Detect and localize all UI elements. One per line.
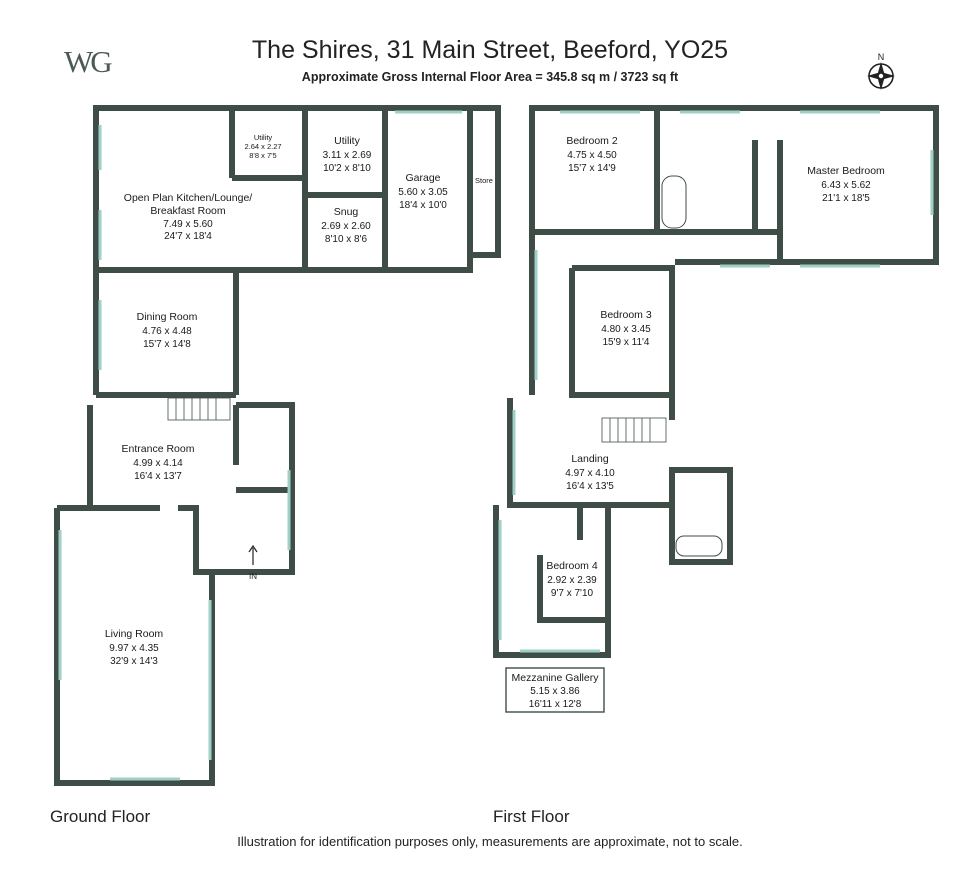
- snug-name: Snug: [334, 206, 359, 218]
- page-title: The Shires, 31 Main Street, Beeford, YO2…: [251, 36, 729, 64]
- store-label: Store: [475, 176, 493, 185]
- disclaimer-text: Illustration for identification purposes…: [237, 834, 743, 849]
- first-floor-walls: [493, 105, 939, 658]
- living-name: Living Room: [105, 628, 164, 640]
- master-metric: 6.43 x 5.62: [821, 180, 871, 191]
- entrance-arrow-icon: IN: [248, 544, 258, 581]
- bedroom2-name: Bedroom 2: [566, 135, 618, 147]
- utility-metric: 3.11 x 2.69: [323, 150, 372, 161]
- kitchen-name: Open Plan Kitchen/Lounge/: [124, 192, 253, 204]
- master-name: Master Bedroom: [807, 165, 885, 177]
- ground-floor-label: Ground Floor: [50, 807, 151, 826]
- utility-name: Utility: [334, 135, 360, 147]
- dining-metric: 4.76 x 4.48: [142, 326, 192, 337]
- ground-floor-stairs: [167, 397, 231, 421]
- landing-name: Landing: [571, 453, 609, 465]
- first-floor-label: First Floor: [493, 807, 570, 826]
- kitchen-metric: 7.49 x 5.60: [163, 219, 213, 230]
- entrance-metric: 4.99 x 4.14: [133, 458, 183, 469]
- living-imperial: 32'9 x 14'3: [110, 656, 158, 667]
- utility-small-imperial: 8'8 x 7'5: [249, 151, 276, 160]
- landing-imperial: 16'4 x 13'5: [566, 481, 614, 492]
- kitchen-name-2: Breakfast Room: [150, 205, 226, 217]
- ground-floor-walls: [54, 105, 501, 786]
- landing-metric: 4.97 x 4.10: [565, 468, 615, 479]
- snug-imperial: 8'10 x 8'6: [325, 234, 368, 245]
- first-floor-stairs: [601, 417, 667, 443]
- mezzanine-imperial: 16'11 x 12'8: [529, 699, 582, 710]
- garage-name: Garage: [405, 172, 440, 184]
- kitchen-imperial: 24'7 x 18'4: [164, 231, 212, 242]
- bedroom4-metric: 2.92 x 2.39: [547, 575, 597, 586]
- bedroom2-imperial: 15'7 x 14'9: [568, 163, 616, 174]
- compass-north-label: N: [878, 52, 885, 62]
- utility-imperial: 10'2 x 8'10: [323, 163, 371, 174]
- first-floor-windows: [498, 110, 934, 653]
- dining-name: Dining Room: [137, 311, 198, 323]
- garage-imperial: 18'4 x 10'0: [399, 200, 447, 211]
- brand-logo: WG: [64, 44, 113, 79]
- mezzanine-name: Mezzanine Gallery: [512, 672, 600, 684]
- master-imperial: 21'1 x 18'5: [822, 193, 870, 204]
- entrance-imperial: 16'4 x 13'7: [134, 471, 182, 482]
- bedroom4-name: Bedroom 4: [546, 560, 598, 572]
- bath-icon: [661, 175, 687, 229]
- bedroom3-imperial: 15'9 x 11'4: [602, 337, 649, 348]
- compass-icon: N: [867, 52, 895, 90]
- utility-small-metric: 2.64 x 2.27: [244, 142, 281, 151]
- garage-metric: 5.60 x 3.05: [398, 187, 448, 198]
- snug-metric: 2.69 x 2.60: [321, 221, 371, 232]
- ground-floor-windows: [58, 110, 462, 781]
- living-metric: 9.97 x 4.35: [109, 643, 159, 654]
- mezzanine-label-box: [505, 667, 605, 713]
- entrance-name: Entrance Room: [122, 443, 195, 455]
- bath-icon: [675, 535, 723, 557]
- entrance-label: IN: [249, 572, 257, 581]
- bedroom4-imperial: 9'7 x 7'10: [551, 588, 594, 599]
- bedroom3-metric: 4.80 x 3.45: [601, 324, 651, 335]
- bedroom2-metric: 4.75 x 4.50: [567, 150, 617, 161]
- mezzanine-metric: 5.15 x 3.86: [530, 686, 580, 697]
- dining-imperial: 15'7 x 14'8: [143, 339, 191, 350]
- floor-area-subtitle: Approximate Gross Internal Floor Area = …: [301, 70, 679, 84]
- utility-small-name: Utility: [254, 133, 273, 142]
- bedroom3-name: Bedroom 3: [600, 309, 652, 321]
